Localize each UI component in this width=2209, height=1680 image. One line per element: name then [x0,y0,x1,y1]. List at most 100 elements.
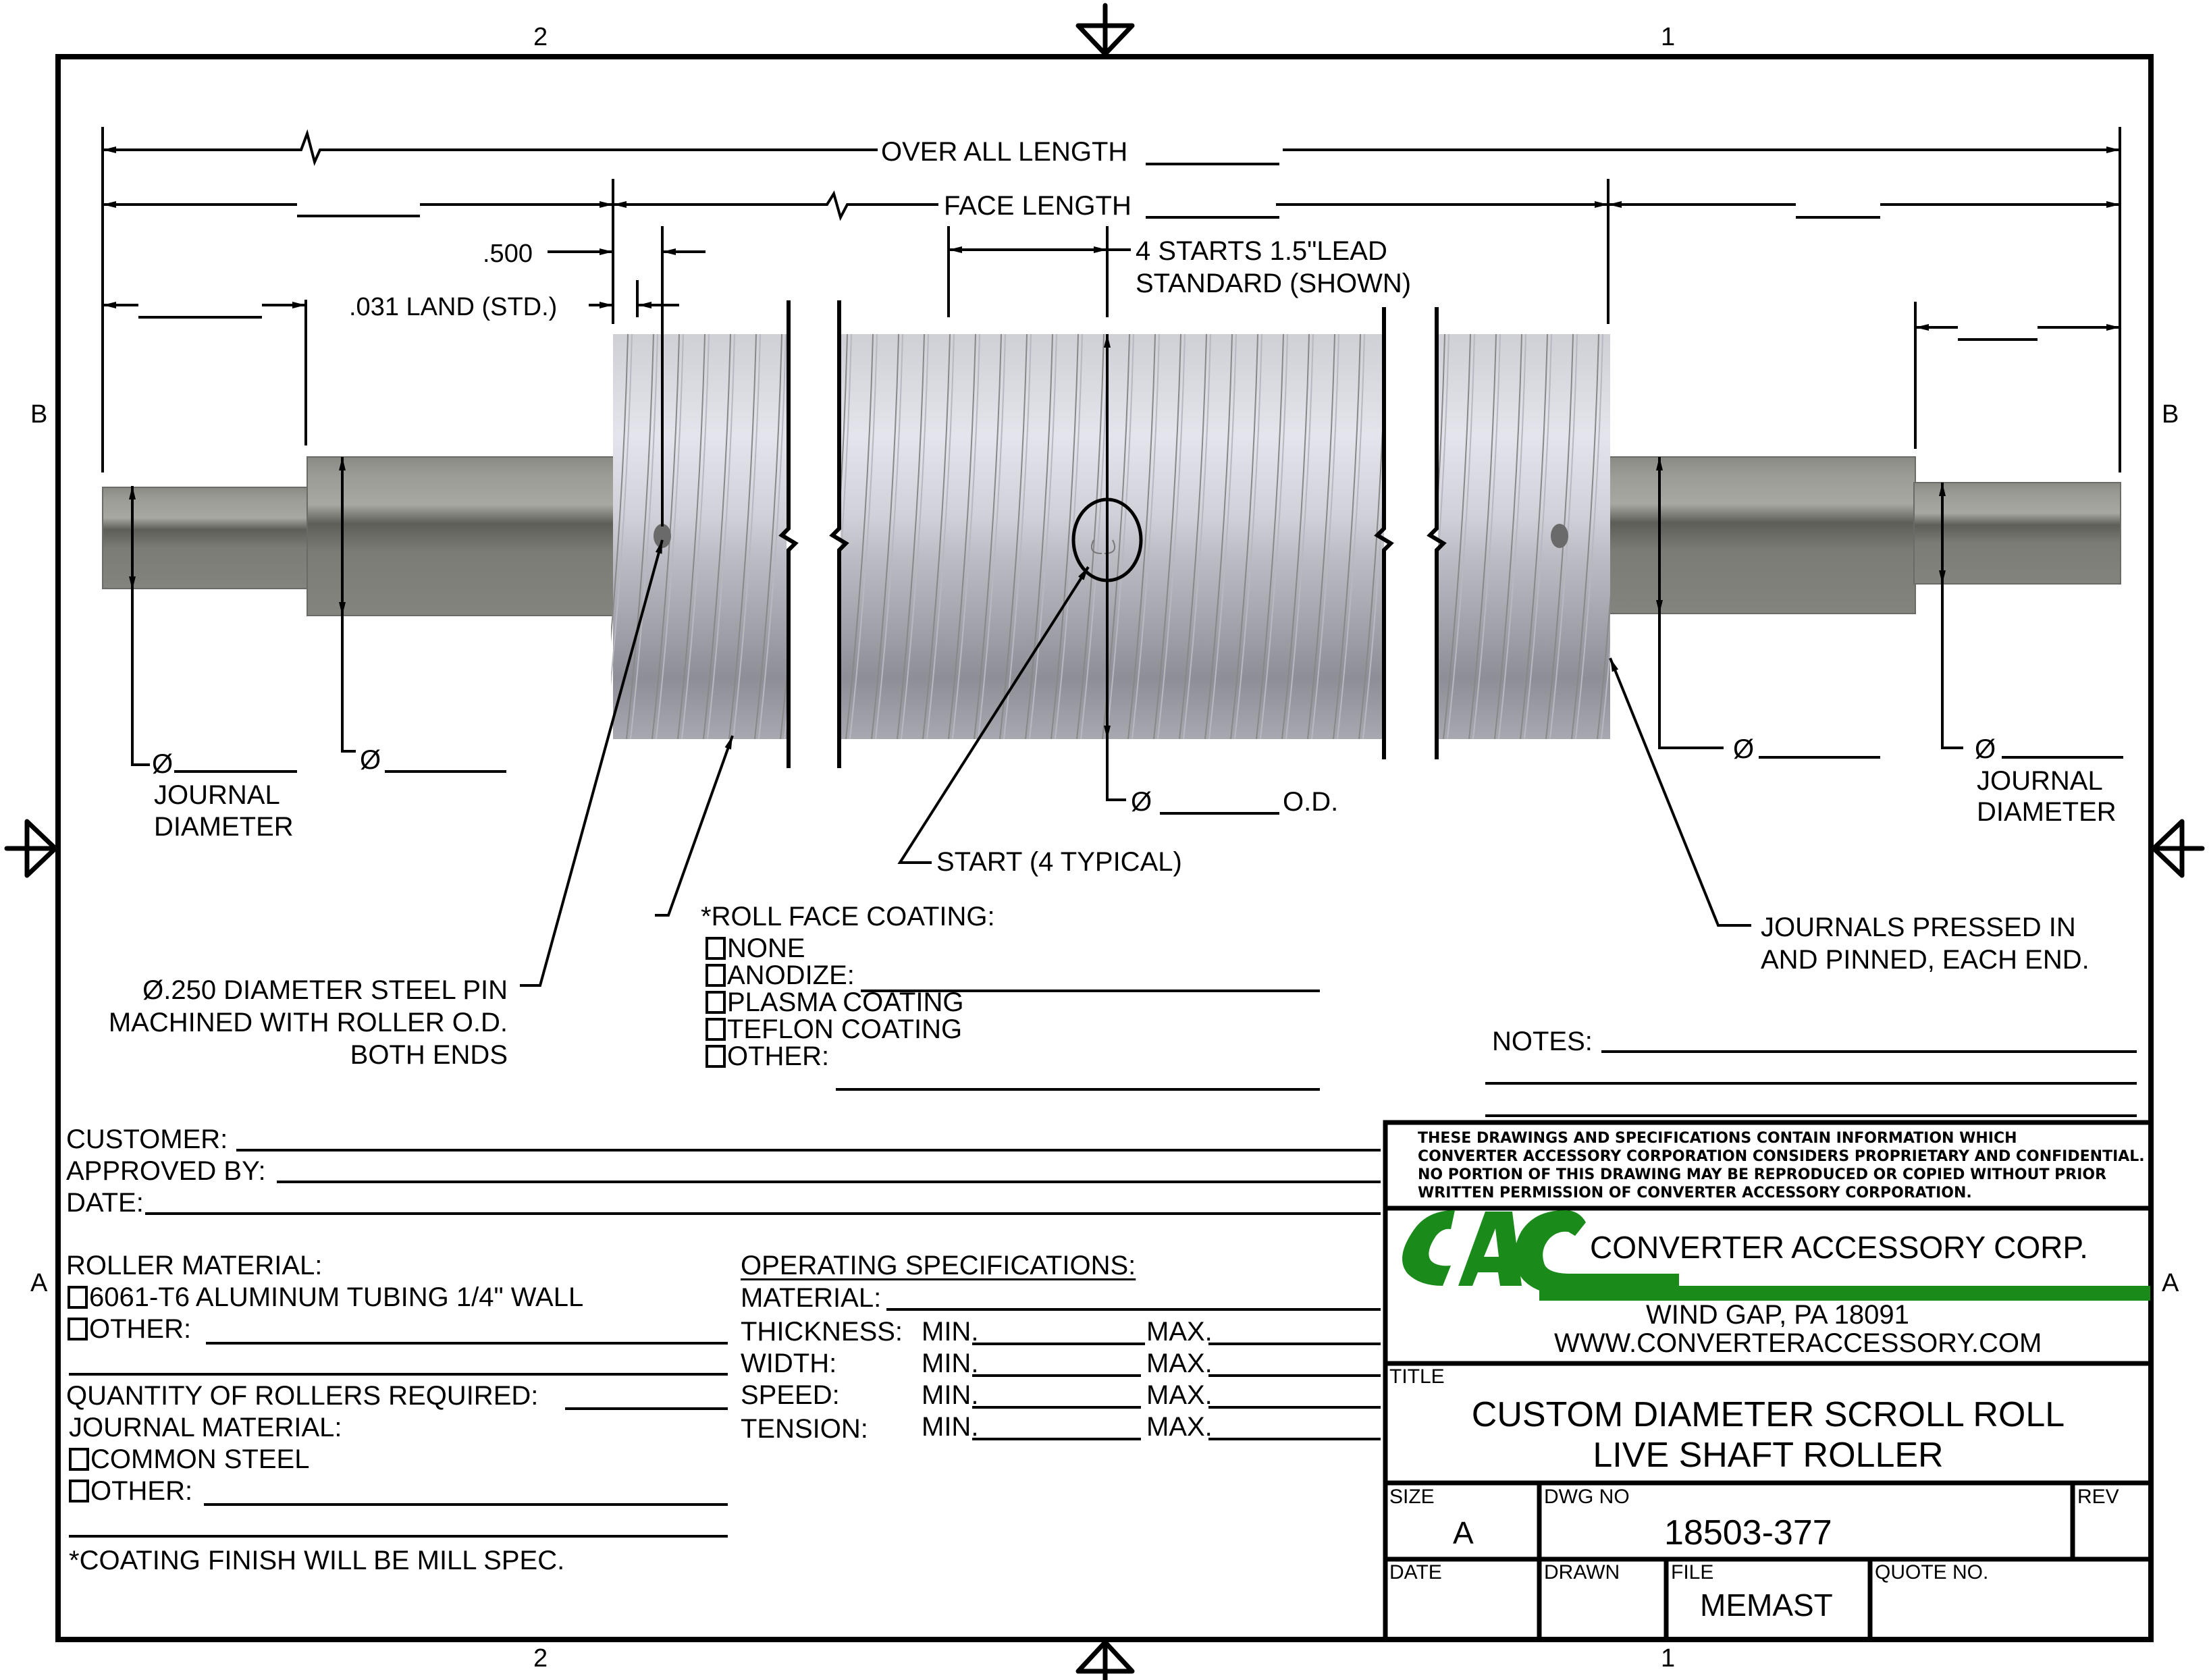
checkbox[interactable] [706,964,726,987]
title-line-1: CUSTOM DIAMETER SCROLL ROLL [1471,1395,2065,1434]
center-marker-bottom [1075,1640,1135,1680]
checkbox[interactable] [706,1018,726,1041]
land-dimension: .031 LAND (STD.) [349,293,558,321]
break-lines [778,300,1447,768]
shoulder-diameter-symbol-left: Ø [360,745,381,775]
scroll-groove [1571,334,1599,739]
disclaimer-line-2: CONVERTER ACCESSORY CORPORATION CONSIDER… [1418,1148,2145,1165]
zone-label-right-a: A [2162,1269,2179,1297]
disclaimer-line-4: WRITTEN PERMISSION OF CONVERTER ACCESSOR… [1418,1185,1972,1201]
journal-material-option-steel[interactable]: COMMON STEEL [69,1446,309,1473]
journal-diameter-symbol-right: Ø [1975,734,1996,764]
scroll-groove [1029,334,1057,739]
company-website[interactable]: WWW.CONVERTERACCESSORY.COM [1554,1328,2042,1358]
scroll-groove [1179,334,1207,739]
quantity-label: QUANTITY OF ROLLERS REQUIRED: [66,1381,539,1411]
roll-face-coating-options: NONE ANODIZE: PLASMA COATING TEFLON COAT… [706,935,963,1070]
date-label: DATE: [66,1188,144,1218]
coating-option-anodize[interactable]: ANODIZE: [706,962,963,989]
roll-body-right [1438,334,1610,739]
checkbox[interactable] [69,1480,89,1502]
scroll-groove [999,334,1028,739]
scroll-groove [1157,334,1186,739]
file-label: FILE [1671,1561,1714,1583]
face-length-label: FACE LENGTH [944,191,1132,221]
roll-body-left [611,334,787,739]
checkbox[interactable] [706,991,726,1014]
checkbox[interactable] [69,1448,89,1471]
center-marker-right [2151,819,2205,878]
scroll-groove [1337,334,1365,739]
scroll-groove [1389,334,1416,739]
scroll-groove [707,334,735,739]
scroll-groove [978,334,1006,739]
zone-label-left-a: A [30,1269,48,1297]
scroll-groove [974,334,1002,739]
title-label: TITLE [1389,1365,1445,1388]
scroll-groove [948,334,976,739]
coating-option-plasma[interactable]: PLASMA COATING [706,989,963,1016]
spec-max-speed: MAX. [1146,1380,1213,1410]
scroll-groove [1256,334,1284,739]
coating-option-other[interactable]: OTHER: [706,1043,963,1070]
operating-specs-material: MATERIAL: [741,1283,882,1313]
scroll-groove [1230,334,1258,739]
scroll-groove [1385,334,1412,739]
scroll-groove [841,334,848,507]
scroll-groove [1443,334,1471,739]
checkbox[interactable] [68,1286,88,1309]
checkbox[interactable] [706,937,726,960]
journal-material-option-other[interactable]: OTHER: [69,1478,192,1505]
size-label: SIZE [1389,1486,1435,1508]
roller-material-heading: ROLLER MATERIAL: [66,1251,323,1280]
start-callout: START (4 TYPICAL) [936,847,1182,877]
scroll-groove [1447,334,1475,739]
scroll-groove [1204,334,1233,739]
roller-material-option-other[interactable]: OTHER: [68,1316,191,1343]
scroll-groove [952,334,980,739]
zone-label-right-b: B [2162,400,2179,429]
zone-label-bottom-1: 1 [1661,1644,1676,1673]
scroll-groove [656,334,684,739]
title-line-2: LIVE SHAFT ROLLER [1593,1436,1944,1475]
cac-logo [1402,1210,2150,1301]
checkbox[interactable] [68,1318,88,1340]
coating-option-none[interactable]: NONE [706,935,963,962]
scroll-groove [922,334,951,739]
scroll-groove [845,334,874,739]
center-marker-left [4,819,58,878]
pin-callout: Ø.250 DIAMETER STEEL PIN MACHINED WITH R… [109,974,508,1071]
scroll-groove [1472,334,1501,739]
od-suffix: O.D. [1283,787,1339,817]
roller-material-option-aluminum[interactable]: 6061-T6 ALUMINUM TUBING 1/4" WALL [68,1284,583,1311]
spec-row-thickness: THICKNESS: [741,1317,903,1347]
scroll-groove [630,334,658,739]
pin-callout-line2: MACHINED WITH ROLLER O.D. [108,1008,508,1037]
scroll-groove [1132,334,1160,739]
checkbox[interactable] [706,1045,726,1068]
roll-face-coating-heading: *ROLL FACE COATING: [701,902,995,931]
confidentiality-notice: THESE DRAWINGS AND SPECIFICATIONS CONTAI… [1418,1129,2145,1202]
scroll-groove [703,334,731,739]
coating-option-teflon[interactable]: TEFLON COATING [706,1016,963,1043]
scroll-groove [897,334,925,739]
scroll-groove [681,334,710,739]
scroll-groove [1153,334,1181,739]
dwg-no-value: 18503-377 [1664,1513,1832,1552]
spec-max-width: MAX. [1146,1349,1213,1378]
spec-max-thickness: MAX. [1146,1317,1213,1347]
journals-callout-line2: AND PINNED, EACH END. [1761,945,2090,975]
file-value: MEMAST [1700,1588,1833,1623]
scroll-groove [871,334,899,739]
scroll-groove [1025,334,1053,739]
scroll-groove [1438,334,1445,507]
notes-label: NOTES: [1492,1027,1593,1056]
scroll-groove [1575,334,1603,739]
scroll-groove [901,334,929,739]
journal-diameter-label-left-1: JOURNAL [154,780,280,810]
overall-length-label: OVER ALL LENGTH [881,137,1128,167]
right-shoulder [1607,456,1916,614]
zone-label-top-2: 2 [533,23,548,51]
scroll-groove [1601,643,1610,739]
spec-row-width: WIDTH: [741,1349,837,1378]
